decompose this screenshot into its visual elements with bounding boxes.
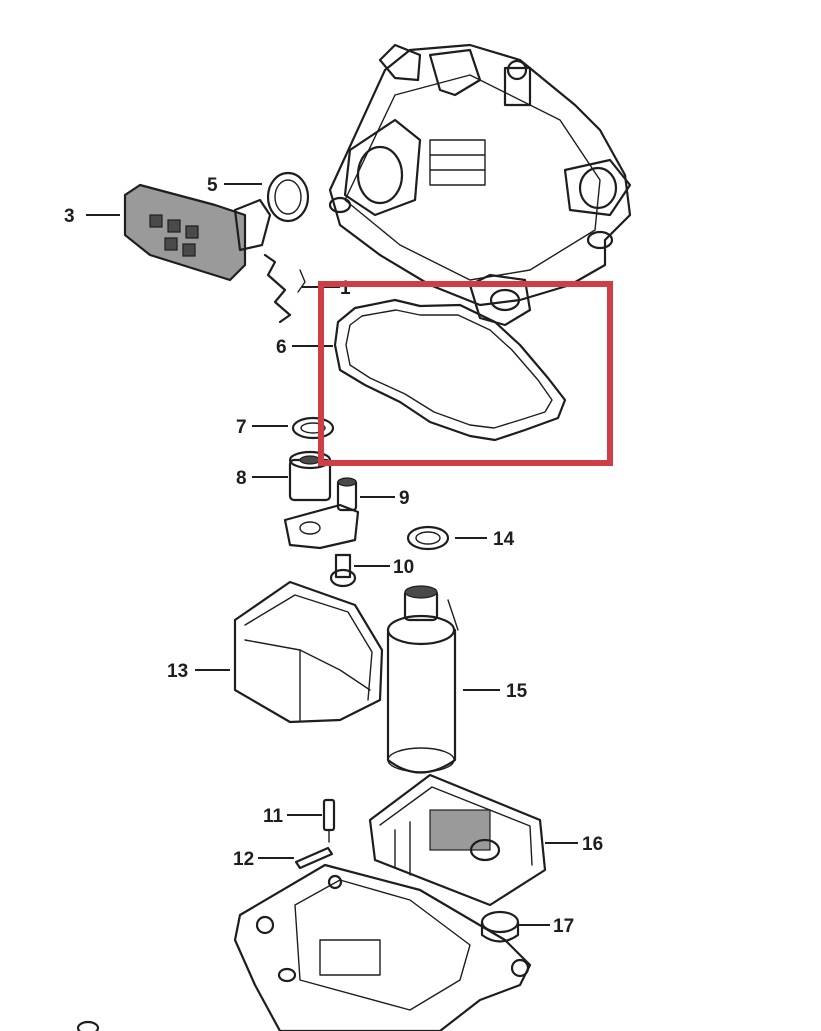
part-6-gasket: [333, 298, 567, 442]
callout-10: 10: [393, 557, 414, 578]
part-11-valve: [322, 798, 336, 843]
highlight-box: [318, 281, 613, 466]
part-9-pin: [283, 477, 360, 550]
part-13-cover: [233, 580, 384, 724]
part-10-screw: [329, 553, 357, 588]
callout-8: 8: [236, 468, 247, 489]
part-16-module: [368, 773, 547, 907]
top-housing: [328, 43, 632, 327]
part-8-bushing: [288, 450, 332, 502]
callout-5: 5: [207, 175, 218, 196]
part-1-wire-clip: [263, 253, 292, 324]
callout-15: 15: [506, 681, 528, 702]
callout-3: 3: [64, 206, 75, 227]
part-12-pin: [294, 846, 334, 870]
part-14-o-ring: [406, 525, 450, 551]
part-7-o-ring: [291, 416, 335, 440]
callout-9: 9: [399, 488, 410, 509]
leader-lines: [86, 183, 578, 926]
callout-1: 1: [340, 278, 351, 299]
callout-11: 11: [263, 806, 284, 827]
part-5-o-ring: [266, 171, 310, 223]
callout-13: 13: [167, 661, 188, 682]
part-3-connector: [123, 183, 272, 282]
callout-7: 7: [236, 417, 247, 438]
callout-12: 12: [233, 849, 254, 870]
callout-14: 14: [493, 529, 515, 550]
part-5-o-ring-inner: [274, 179, 302, 215]
part-17-cap: [480, 910, 520, 943]
lower-base-plate: [76, 863, 532, 1031]
callout-17: 17: [553, 916, 574, 937]
callout-16: 16: [582, 834, 603, 855]
callout-6: 6: [276, 337, 287, 358]
part-15-fuel-pump: [386, 585, 459, 774]
